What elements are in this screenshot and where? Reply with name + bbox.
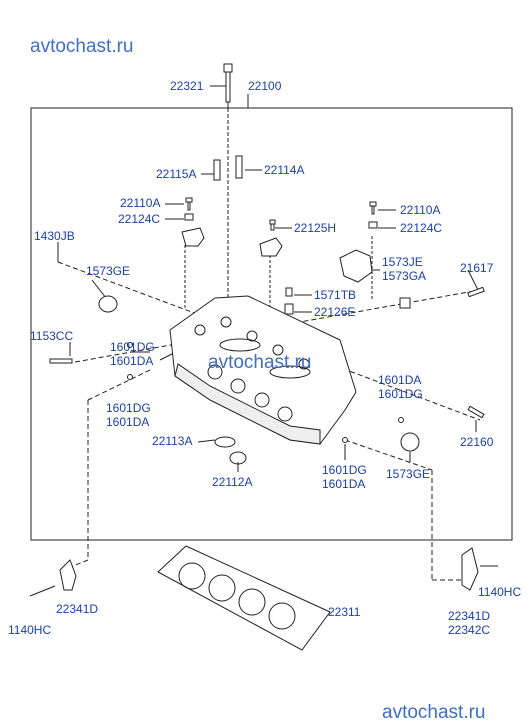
watermark-bottom: avtochast.ru xyxy=(382,702,486,723)
label-22100: 22100 xyxy=(248,79,282,93)
assembly-frame xyxy=(30,107,513,541)
label-22125H: 22125H xyxy=(294,221,337,235)
label-1573JE: 1573JE xyxy=(382,255,423,269)
label-1573GA: 1573GA xyxy=(382,269,427,283)
label-1140HC-right: 1140HC xyxy=(478,585,522,599)
label-1601DA-a: 1601DA xyxy=(110,354,154,368)
watermark-top: avtochast.ru xyxy=(30,36,134,57)
label-1601DG-d: 1601DG xyxy=(322,463,367,477)
label-22311: 22311 xyxy=(328,605,361,619)
label-1140HC-left: 1140HC xyxy=(8,623,52,637)
label-21617: 21617 xyxy=(460,261,494,275)
label-22110A-left: 22110A xyxy=(120,196,161,210)
label-22114A: 22114A xyxy=(264,163,305,177)
head-gasket xyxy=(157,545,331,651)
label-1601DA-c: 1601DA xyxy=(106,415,150,429)
label-22341D-left: 22341D xyxy=(56,602,99,616)
label-22112A: 22112A xyxy=(212,475,253,489)
label-1573GE-right: 1573GE xyxy=(386,467,431,481)
watermark-middle: avtochast.ru xyxy=(208,352,312,373)
label-22342C: 22342C xyxy=(448,623,491,637)
label-22124C-right: 22124C xyxy=(400,221,443,235)
label-1601DA-b: 1601DA xyxy=(378,373,422,387)
bolt-22321 xyxy=(223,63,233,103)
label-1430JB: 1430JB xyxy=(34,229,75,243)
label-1601DG-b: 1601DG xyxy=(378,387,423,401)
label-1571TB: 1571TB xyxy=(314,288,357,302)
label-22124C-left: 22124C xyxy=(118,212,161,226)
label-1573GE-left: 1573GE xyxy=(86,264,131,278)
label-22321: 22321 xyxy=(170,79,204,93)
label-1153CC: 1153CC xyxy=(30,329,74,343)
label-1601DG-a: 1601DG xyxy=(110,340,155,354)
label-22115A: 22115A xyxy=(156,167,197,181)
label-1601DG-c: 1601DG xyxy=(106,401,151,415)
label-22126E: 22126E xyxy=(314,305,356,319)
label-22341D-right: 22341D xyxy=(448,609,491,623)
label-22110A-right: 22110A xyxy=(400,203,441,217)
label-22160: 22160 xyxy=(460,435,494,449)
label-1601DA-d: 1601DA xyxy=(322,477,366,491)
label-22113A: 22113A xyxy=(152,434,193,448)
cylinder-head xyxy=(169,295,357,445)
